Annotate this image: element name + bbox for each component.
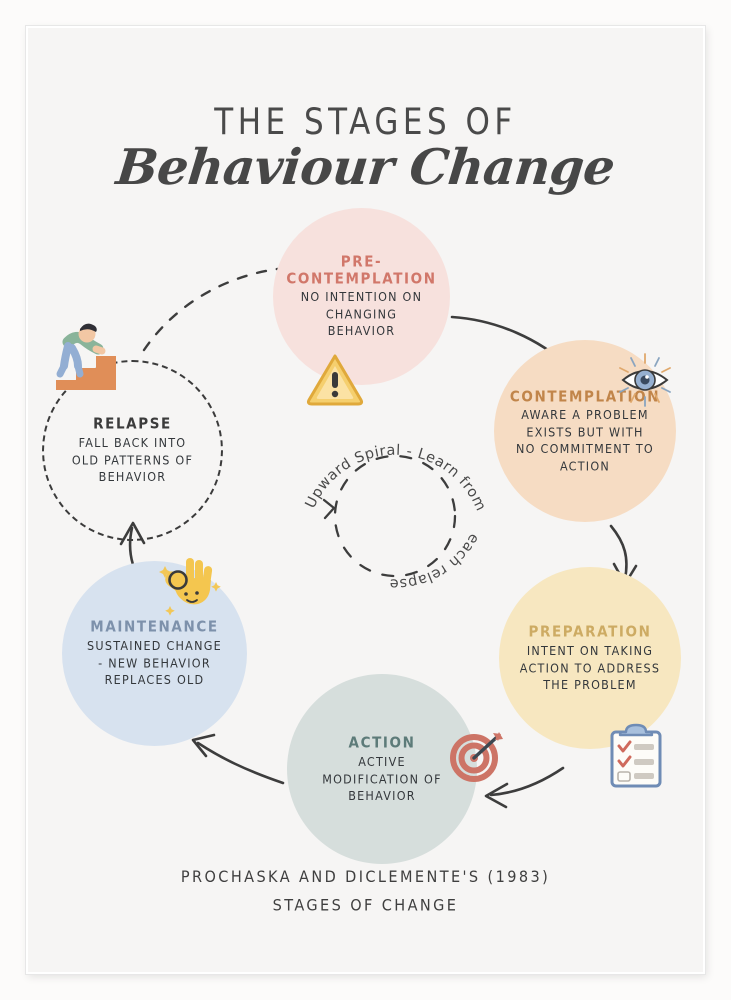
spiral-dashed-ring <box>333 454 457 578</box>
eye-icon <box>619 353 671 407</box>
flow-arrows <box>119 266 638 809</box>
stage-body: NO INTENTION ON CHANGING BEHAVIOR <box>300 289 423 338</box>
poster-canvas: THE STAGES OF Behaviour Change <box>28 28 703 972</box>
stage-action[interactable]: ACTION ACTIVE MODIFICATION OF BEHAVIOR <box>287 674 477 864</box>
stage-maintenance[interactable]: MAINTENANCE SUSTAINED CHANGE - NEW BEHAV… <box>62 561 247 746</box>
stage-preparation[interactable]: PREPARATION INTENT ON TAKING ACTION TO A… <box>499 567 681 749</box>
stage-heading: CONTEMPLATION <box>509 387 661 406</box>
spiral-arrow-icon <box>322 498 336 520</box>
stage-body: FALL BACK INTO OLD PATTERNS OF BEHAVIOR <box>71 436 194 485</box>
stage-body: ACTIVE MODIFICATION OF BEHAVIOR <box>322 754 442 803</box>
stage-heading: PRE- CONTEMPLATION <box>286 252 437 288</box>
clipboard-checklist-icon <box>610 723 662 788</box>
footer-attribution: PROCHASKA AND DICLEMENTE'S (1983) STAGES… <box>180 868 551 916</box>
page-title-line-1: THE STAGES OF <box>214 100 517 144</box>
stage-heading: ACTION <box>348 733 416 752</box>
stage-heading: PREPARATION <box>528 622 652 641</box>
stage-relapse[interactable]: RELAPSE FALL BACK INTO OLD PATTERNS OF B… <box>42 360 223 541</box>
stage-body: INTENT ON TAKING ACTION TO ADDRESS THE P… <box>519 643 661 692</box>
stage-pre-contemplation[interactable]: PRE- CONTEMPLATION NO INTENTION ON CHANG… <box>273 208 450 385</box>
warning-triangle-icon <box>306 354 364 406</box>
arrow-preparation-to-action <box>484 766 565 809</box>
arrow-action-to-maintenance <box>191 733 285 785</box>
stage-body: AWARE A PROBLEM EXISTS BUT WITH NO COMMI… <box>516 408 654 474</box>
person-climbing-stairs-icon <box>56 323 116 390</box>
spiral-label-top: Upward Spiral - Learn from <box>303 443 489 514</box>
stage-heading: RELAPSE <box>93 415 172 434</box>
upward-spiral: Upward Spiral - Learn from each relapse <box>300 408 490 608</box>
stage-heading: MAINTENANCE <box>90 618 219 637</box>
arrow-relapse-to-pre-contemplation <box>142 266 288 352</box>
target-dart-icon <box>450 732 503 782</box>
ok-hand-icon <box>159 558 221 616</box>
stage-body: SUSTAINED CHANGE - NEW BEHAVIOR REPLACES… <box>87 639 222 688</box>
